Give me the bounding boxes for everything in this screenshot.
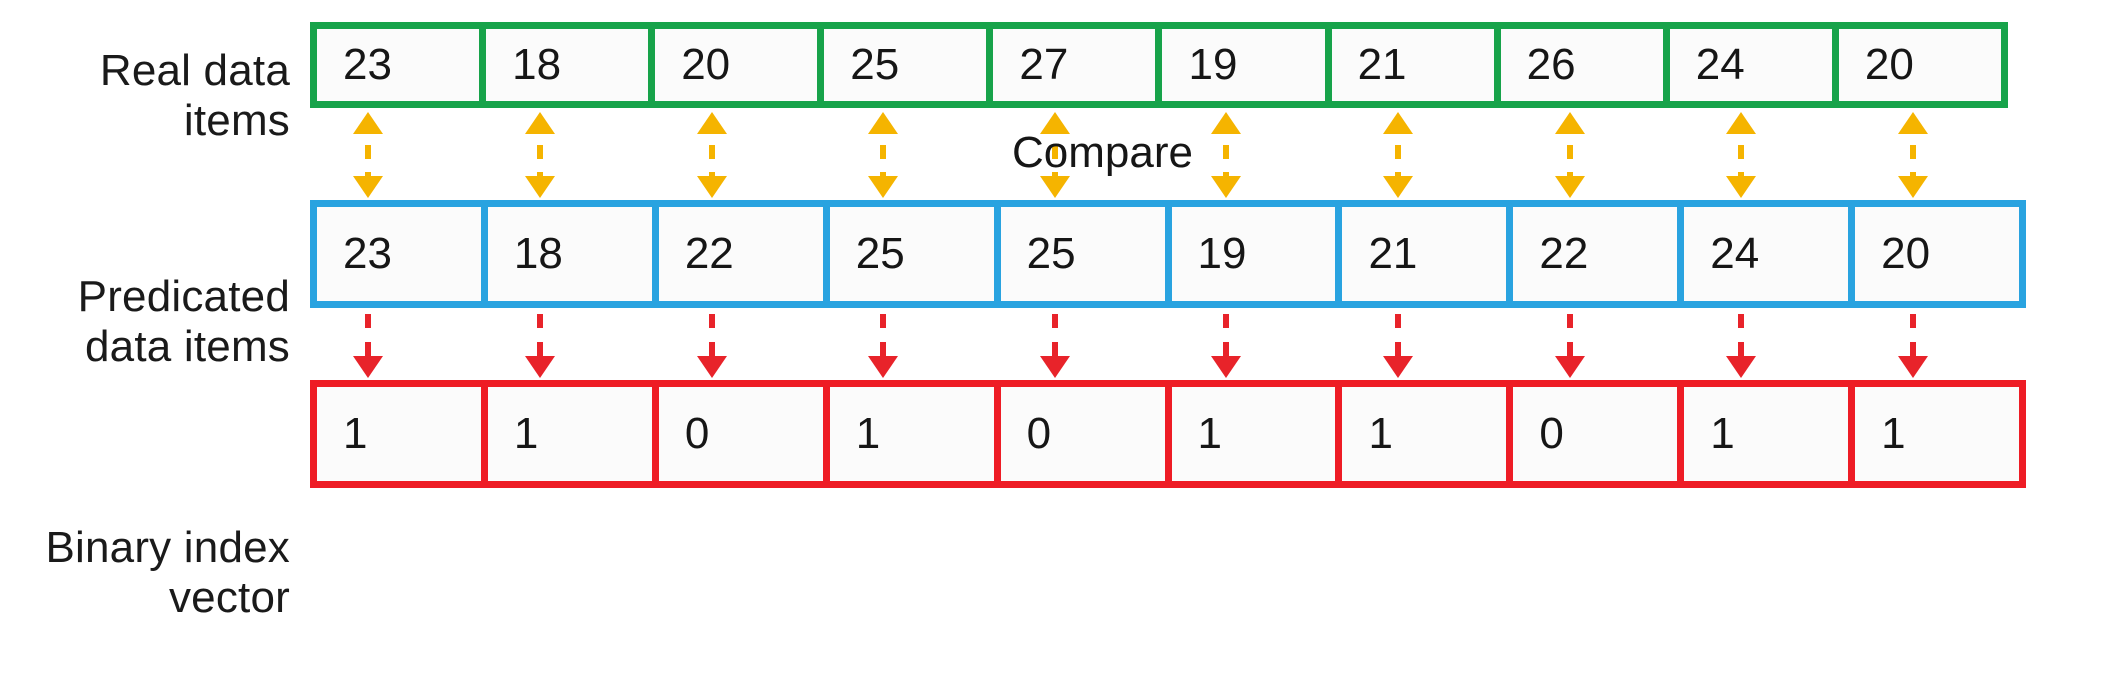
- binary-cell: 1: [317, 387, 488, 481]
- predicated-cell: 25: [1000, 207, 1172, 301]
- binary-cell: 1: [829, 387, 1001, 481]
- real-cell: 25: [824, 29, 994, 101]
- real-cell: 27: [993, 29, 1163, 101]
- row-label-predicated-data-items: Predicated data items: [77, 272, 290, 372]
- predicated-cell: 22: [1513, 207, 1685, 301]
- binary-cell: 0: [1000, 387, 1172, 481]
- binary-cell: 1: [487, 387, 659, 481]
- row-label-real-data-items: Real data items: [99, 46, 290, 146]
- compare-annotation-label: Compare: [1012, 128, 1193, 177]
- binary-index-vector-row: 1 1 0 1 0 1 1 0 1 1: [310, 380, 2026, 488]
- predicated-cell: 24: [1684, 207, 1856, 301]
- real-cell: 18: [486, 29, 656, 101]
- binary-cell: 0: [658, 387, 830, 481]
- real-cell: 20: [655, 29, 825, 101]
- real-cell: 21: [1331, 29, 1501, 101]
- predicated-cell: 18: [487, 207, 659, 301]
- predicated-cell: 25: [829, 207, 1001, 301]
- row-label-binary-index-vector: Binary index vector: [45, 523, 290, 623]
- predicated-cell: 19: [1171, 207, 1343, 301]
- binary-cell: 1: [1342, 387, 1514, 481]
- binary-cell: 1: [1171, 387, 1343, 481]
- real-cell: 26: [1500, 29, 1670, 101]
- real-cell: 20: [1838, 29, 2001, 101]
- predicated-cell: 21: [1342, 207, 1514, 301]
- predicated-cell: 20: [1855, 207, 2020, 301]
- binary-cell: 1: [1855, 387, 2020, 481]
- real-cell: 24: [1669, 29, 1839, 101]
- real-cell: 19: [1162, 29, 1332, 101]
- binary-cell: 1: [1684, 387, 1856, 481]
- real-data-items-row: 23 18 20 25 27 19 21 26 24 20: [310, 22, 2008, 108]
- real-cell: 23: [317, 29, 487, 101]
- predicated-cell: 22: [658, 207, 830, 301]
- predicated-data-items-row: 23 18 22 25 25 19 21 22 24 20: [310, 200, 2026, 308]
- binary-cell: 0: [1513, 387, 1685, 481]
- predicated-cell: 23: [317, 207, 488, 301]
